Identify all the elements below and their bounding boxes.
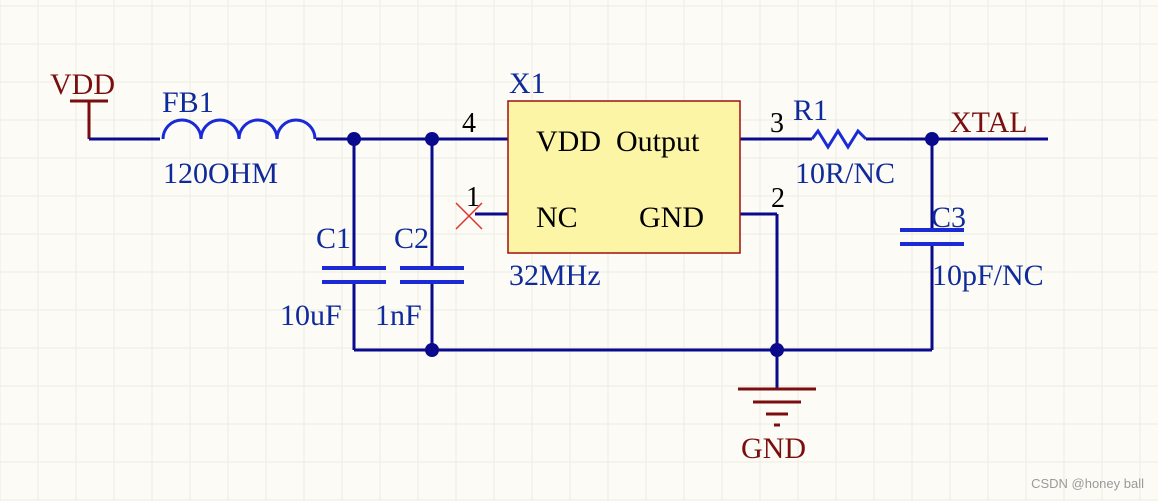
x1-pin-gnd-name: GND xyxy=(639,201,704,234)
c1-value: 10uF xyxy=(280,299,342,332)
watermark: CSDN @honey ball xyxy=(1031,476,1144,491)
capacitor-c2 xyxy=(400,266,464,284)
capacitor-c1 xyxy=(322,266,386,284)
fb1-designator: FB1 xyxy=(162,86,214,119)
x1-pin-2-number: 2 xyxy=(771,183,785,214)
x1-pin-3-number: 3 xyxy=(770,108,784,139)
gnd-power-symbol xyxy=(738,387,816,427)
gnd-label: GND xyxy=(741,432,806,465)
c3-designator: C3 xyxy=(931,201,966,234)
junction-dots xyxy=(347,132,939,357)
r1-value: 10R/NC xyxy=(795,157,895,190)
x1-pin-vdd-name: VDD xyxy=(536,125,601,158)
x1-pin-nc-name: NC xyxy=(536,201,578,234)
vdd-power-symbol xyxy=(70,99,108,139)
ferrite-bead-fb1 xyxy=(161,118,317,140)
oscillator-x1-body xyxy=(507,100,741,254)
c1-designator: C1 xyxy=(316,222,351,255)
x1-pin-1-number: 1 xyxy=(466,182,480,213)
x1-pin-4-number: 4 xyxy=(462,108,476,139)
x1-value: 32MHz xyxy=(509,259,601,292)
no-connect-icon xyxy=(455,202,483,230)
c2-value: 1nF xyxy=(375,299,422,332)
fb1-value: 120OHM xyxy=(163,157,278,190)
xtal-net-label: XTAL xyxy=(950,106,1028,139)
x1-pin-output-name: Output xyxy=(616,125,700,158)
resistor-r1 xyxy=(775,128,890,150)
c3-value: 10pF/NC xyxy=(932,259,1044,292)
wires xyxy=(89,137,1048,388)
vdd-label: VDD xyxy=(50,68,115,101)
x1-designator: X1 xyxy=(509,67,546,100)
r1-designator: R1 xyxy=(793,94,828,127)
c2-designator: C2 xyxy=(394,222,429,255)
capacitor-c3 xyxy=(900,228,964,246)
pin-stubs xyxy=(128,137,508,216)
